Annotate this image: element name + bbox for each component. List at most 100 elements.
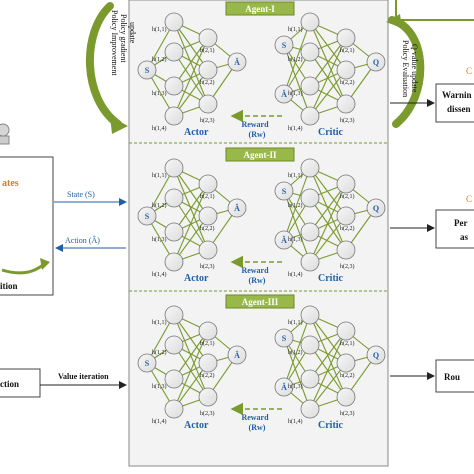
network-edge	[173, 215, 209, 263]
svg-text:update: update	[128, 22, 137, 44]
critic-hidden2-label: h(2,1)	[340, 340, 355, 347]
policy-improvement-arrowhead	[110, 116, 128, 134]
network-edge	[173, 183, 209, 263]
critic-hidden1-label: h(1,2)	[288, 56, 303, 63]
actor-hidden1-node	[164, 399, 184, 419]
network-edge	[309, 21, 347, 71]
actor-hidden2-node	[198, 321, 218, 341]
critic-hidden2-node	[336, 94, 356, 114]
network-edge	[173, 314, 209, 398]
agent-block-3: Agent-IIISh(1,1)h(1,2)h(1,3)h(1,4)h(2,1)…	[137, 294, 386, 432]
right-box-top-frame	[395, 0, 474, 21]
actor-hidden2-label: h(2,1)	[200, 193, 215, 200]
network-edge	[309, 314, 347, 398]
actor-hidden2-node	[198, 206, 218, 226]
critic-state-node	[274, 328, 294, 348]
critic-hidden2-node	[336, 174, 356, 194]
right-box-per	[435, 209, 474, 249]
network-edge	[309, 330, 347, 380]
critic-hidden1-label: h(1,3)	[288, 236, 303, 243]
critic-hidden1-node	[300, 106, 320, 126]
actor-hidden1-node	[164, 335, 184, 355]
critic-hidden1-label: h(1,3)	[288, 383, 303, 390]
left-green-arrowhead	[40, 258, 50, 270]
actor-hidden1-node	[164, 252, 184, 272]
critic-hidden1-node	[300, 335, 320, 355]
actor-hidden1-label: h(1,4)	[152, 271, 167, 278]
svg-text:Policy Improvement: Policy Improvement	[110, 10, 119, 76]
network-edge	[173, 167, 209, 251]
network-edge	[283, 314, 311, 388]
network-edge	[283, 44, 311, 117]
right-orange-letter-2: C	[466, 194, 472, 204]
network-edge	[173, 183, 209, 233]
network-edge	[309, 167, 347, 251]
actor-hidden1-label: h(1,2)	[152, 56, 167, 63]
actor-hidden2-label: h(2,2)	[200, 372, 215, 379]
actor-output-node	[227, 345, 247, 365]
actor-input-node	[137, 206, 157, 226]
actor-hidden2-label: h(2,2)	[200, 225, 215, 232]
actor-hidden1-label: h(1,2)	[152, 349, 167, 356]
left-box-green-curve	[1, 262, 45, 275]
actor-hidden2-node	[198, 387, 218, 407]
network-edge	[173, 362, 209, 410]
network-edge	[173, 330, 209, 410]
critic-hidden1-node	[300, 399, 320, 419]
critic-hidden1-node	[300, 42, 320, 62]
critic-output-node-label: Q	[373, 351, 379, 360]
actor-label: Actor	[184, 420, 209, 431]
value-iteration-label: Value iteration	[58, 372, 109, 381]
critic-output-node	[366, 198, 386, 218]
state-label: State (S)	[67, 190, 95, 199]
critic-hidden2-node	[336, 60, 356, 80]
actor-output-node-label: Â	[234, 350, 240, 360]
actor-hidden1-label: h(1,3)	[152, 383, 167, 390]
actor-input-node	[137, 353, 157, 373]
agent-title-banner	[225, 147, 295, 162]
actor-hidden1-label: h(1,1)	[152, 172, 167, 179]
left-box-ition-text: ition	[0, 281, 18, 291]
policy-evaluation-arrowhead	[386, 14, 402, 28]
policy-evaluation-text: Policy Evaluation Q value update	[401, 40, 419, 97]
svg-text:Policy Evaluation: Policy Evaluation	[401, 40, 410, 97]
reward-sub-label: (Rw)	[249, 423, 266, 432]
network-edge	[173, 314, 209, 364]
critic-hidden2-node	[336, 206, 356, 226]
actor-hidden2-label: h(2,2)	[200, 79, 215, 86]
actor-hidden1-label: h(1,1)	[152, 319, 167, 326]
actor-hidden1-label: h(1,4)	[152, 418, 167, 425]
actor-hidden1-label: h(1,3)	[152, 236, 167, 243]
actor-hidden2-label: h(2,3)	[200, 410, 215, 417]
critic-output-node	[366, 52, 386, 72]
actor-hidden1-node	[164, 42, 184, 62]
actor-hidden1-node	[164, 106, 184, 126]
network-edge	[173, 37, 209, 117]
actor-output-node	[227, 52, 247, 72]
network-edge	[309, 330, 347, 410]
actor-hidden1-node	[164, 369, 184, 389]
agent-title-banner	[225, 1, 295, 16]
critic-output-node	[366, 345, 386, 365]
reward-label: Reward	[241, 413, 269, 422]
actor-input-node-label: S	[145, 66, 150, 75]
actor-hidden2-node	[198, 60, 218, 80]
left-box-ction-text: ction	[0, 379, 19, 389]
right-orange-letter-1: C	[466, 66, 472, 76]
critic-action-node-label: Â	[281, 382, 287, 392]
actor-hidden2-node	[198, 240, 218, 260]
critic-hidden1-node	[300, 222, 320, 242]
agents-layer: Agent-ISh(1,1)h(1,2)h(1,3)h(1,4)h(2,1)h(…	[137, 1, 386, 432]
agent-block-2: Agent-IISh(1,1)h(1,2)h(1,3)h(1,4)h(2,1)h…	[137, 147, 386, 285]
critic-hidden1-node	[300, 76, 320, 96]
actor-output-node-label: Â	[234, 203, 240, 213]
critic-hidden2-node	[336, 240, 356, 260]
actor-hidden1-label: h(1,2)	[152, 202, 167, 209]
right-box-warning-label1: Warnin	[442, 90, 472, 100]
critic-label: Critic	[318, 127, 344, 138]
critic-hidden2-label: h(2,3)	[340, 410, 355, 417]
reward-label: Reward	[241, 120, 269, 129]
actor-hidden1-label: h(1,1)	[152, 26, 167, 33]
network-edge	[173, 21, 209, 105]
